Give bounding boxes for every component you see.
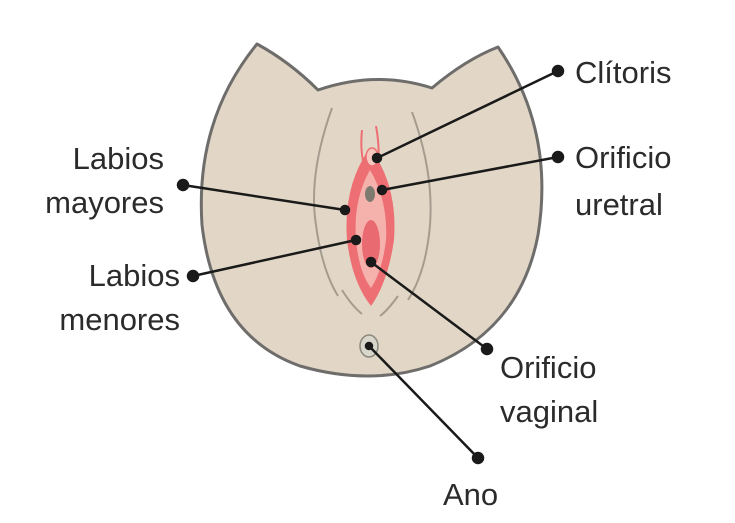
label-orificio-vaginal-line1: Orificio: [500, 350, 596, 385]
leader-clitoris: [376, 69, 559, 160]
label-clitoris: Clítoris: [575, 55, 671, 90]
right-crease: [407, 111, 432, 301]
leader-menores: [192, 238, 357, 278]
dot-uretral-start: [376, 184, 388, 196]
dot-mayores-start: [339, 204, 351, 216]
dot-uretral-end: [551, 150, 565, 164]
dot-clitoris-start: [371, 152, 383, 164]
leader-uretral: [381, 155, 559, 192]
dot-mayores-end: [176, 178, 190, 192]
label-labios-mayores-line1: Labios: [73, 141, 164, 176]
dot-menores-start: [350, 234, 362, 246]
leader-ano: [368, 345, 479, 459]
leader-mayores: [182, 183, 346, 212]
dot-ano-end: [471, 451, 485, 465]
dot-menores-end: [186, 269, 200, 283]
urethral-opening: [365, 186, 375, 202]
label-orificio-vaginal-line2: vaginal: [500, 394, 598, 429]
label-labios-menores-line1: Labios: [89, 258, 180, 293]
dot-vaginal-start: [365, 256, 377, 268]
vaginal-opening: [362, 220, 380, 268]
label-orificio-uretral-line2: uretral: [575, 187, 663, 222]
left-crease: [313, 107, 339, 297]
left-crease-inner: [341, 289, 363, 315]
label-orificio-uretral-line1: Orificio: [575, 140, 671, 175]
label-labios-mayores-line2: mayores: [45, 185, 164, 220]
dot-vaginal-end: [480, 342, 494, 356]
right-crease-inner: [379, 295, 399, 317]
leader-vaginal: [370, 261, 488, 350]
label-ano: Ano: [443, 477, 498, 512]
dot-ano-start: [364, 341, 374, 351]
label-labios-menores-line2: menores: [59, 302, 180, 337]
dot-clitoris-end: [551, 64, 565, 78]
